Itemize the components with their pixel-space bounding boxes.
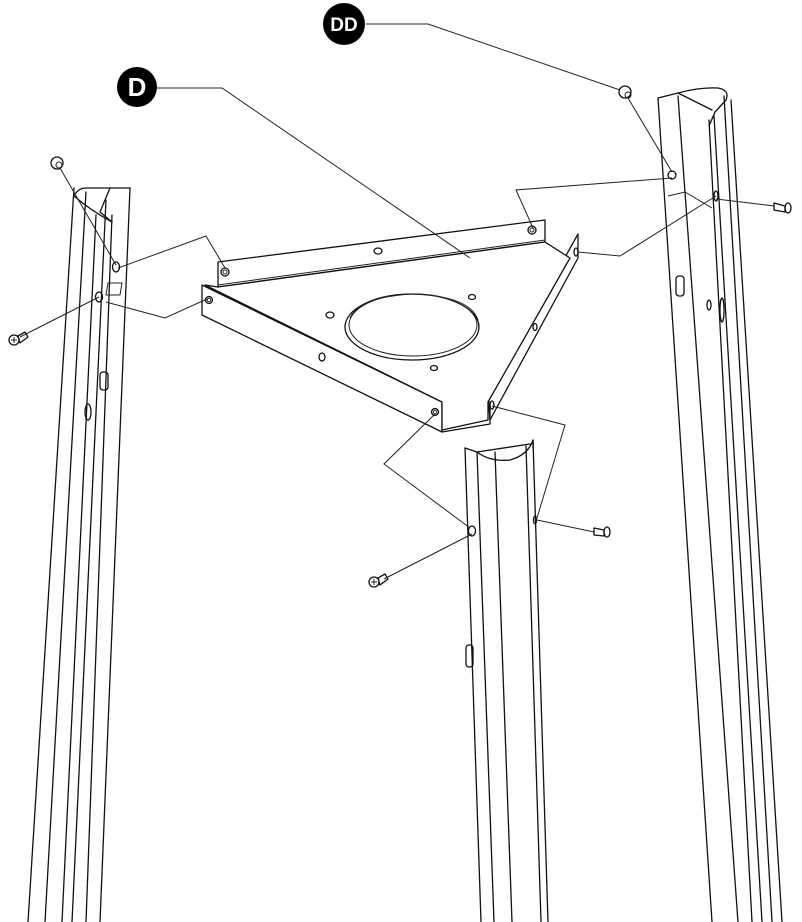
left-leg	[27, 187, 131, 922]
center-leg	[464, 439, 549, 922]
right-leg	[657, 87, 783, 922]
triangular-top-plate	[201, 219, 579, 433]
callout-dd: DD	[323, 3, 365, 45]
top-fastener-right	[618, 85, 632, 99]
top-fastener-left	[50, 156, 64, 170]
screw-right	[773, 202, 792, 214]
screw-left	[8, 331, 29, 346]
callout-d: D	[117, 67, 157, 107]
callout-dd-label: DD	[330, 15, 357, 36]
screw-center-right	[593, 526, 611, 538]
assembly-leader-lines	[19, 23, 775, 580]
screw-center-left	[368, 573, 389, 588]
callout-d-label: D	[128, 72, 147, 102]
